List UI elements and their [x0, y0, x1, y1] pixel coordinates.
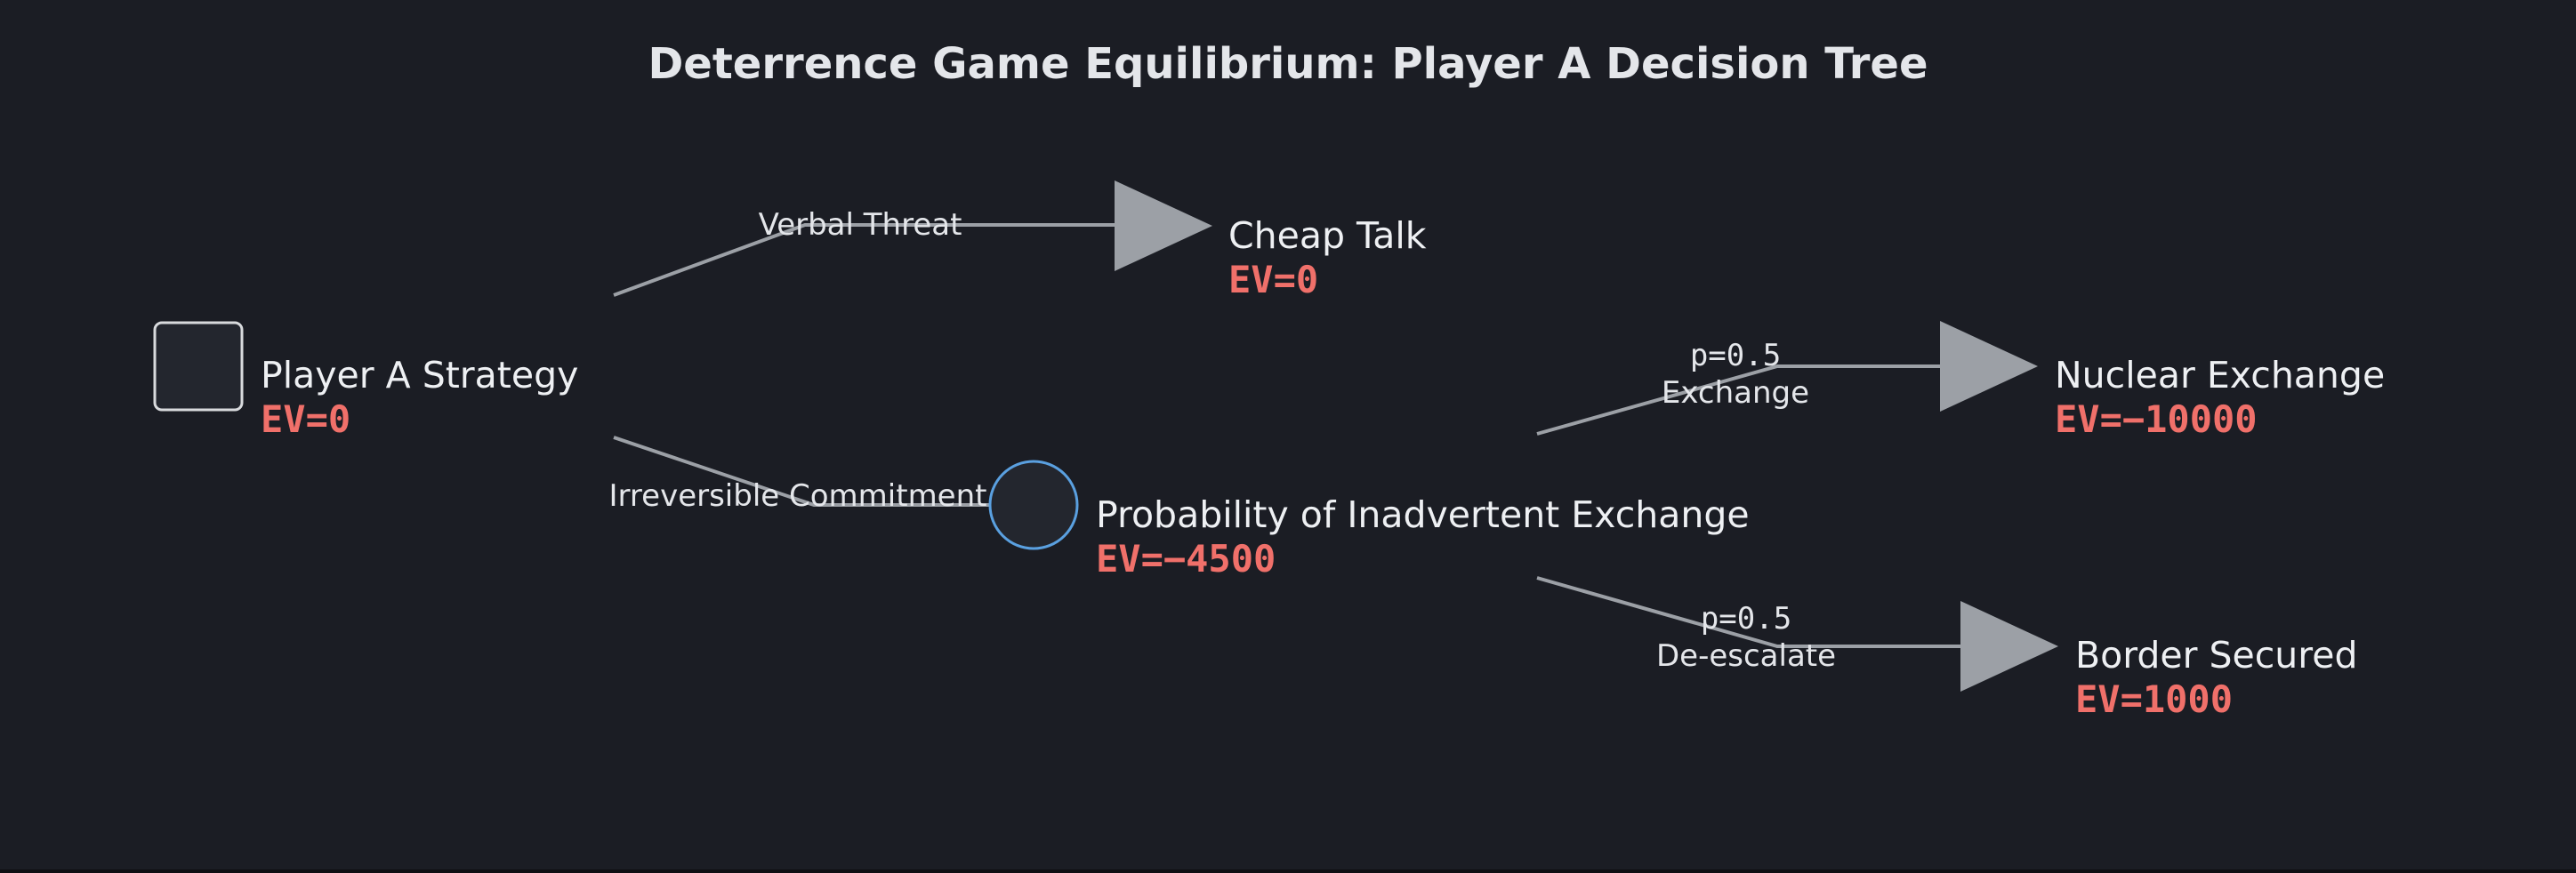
- diagram-title: Deterrence Game Equilibrium: Player A De…: [648, 39, 1928, 89]
- node-ev-nuclear-exchange: EV=−10000: [2055, 397, 2258, 441]
- node-label-inadvertent-exchange: Probability of Inadvertent Exchange: [1096, 493, 1750, 536]
- edge-irreversible-commitment: [613, 436, 989, 507]
- edge-label-exchange: Exchange: [1661, 375, 1810, 411]
- decision-node-square: [153, 321, 244, 412]
- node-ev-player-a-strategy: EV=0: [261, 397, 351, 441]
- terminal-triangle-cheap-talk: [1115, 180, 1212, 271]
- edge-exchange: [1536, 364, 1940, 436]
- probability-label-deescalate: p=0.5: [1700, 601, 1792, 637]
- chance-node-circle: [988, 460, 1079, 550]
- bottom-divider: [0, 869, 2576, 873]
- node-label-cheap-talk: Cheap Talk: [1228, 214, 1427, 257]
- edge-label-irreversible-commitment: Irreversible Commitment: [608, 478, 987, 514]
- node-ev-border-secured: EV=1000: [2075, 677, 2234, 721]
- node-label-border-secured: Border Secured: [2075, 634, 2358, 677]
- terminal-triangle-nuclear-exchange: [1940, 321, 2038, 412]
- node-ev-inadvertent-exchange: EV=−4500: [1096, 537, 1276, 581]
- node-label-player-a-strategy: Player A Strategy: [261, 354, 579, 396]
- edge-deescalate: [1536, 576, 1960, 648]
- edge-label-verbal-threat: Verbal Threat: [758, 207, 962, 243]
- terminal-triangle-border-secured: [1960, 601, 2058, 692]
- probability-label-exchange: p=0.5: [1689, 338, 1782, 373]
- node-ev-cheap-talk: EV=0: [1228, 258, 1319, 301]
- node-label-nuclear-exchange: Nuclear Exchange: [2055, 354, 2386, 396]
- edge-verbal-threat: [613, 223, 1115, 297]
- edge-label-deescalate: De-escalate: [1655, 638, 1837, 674]
